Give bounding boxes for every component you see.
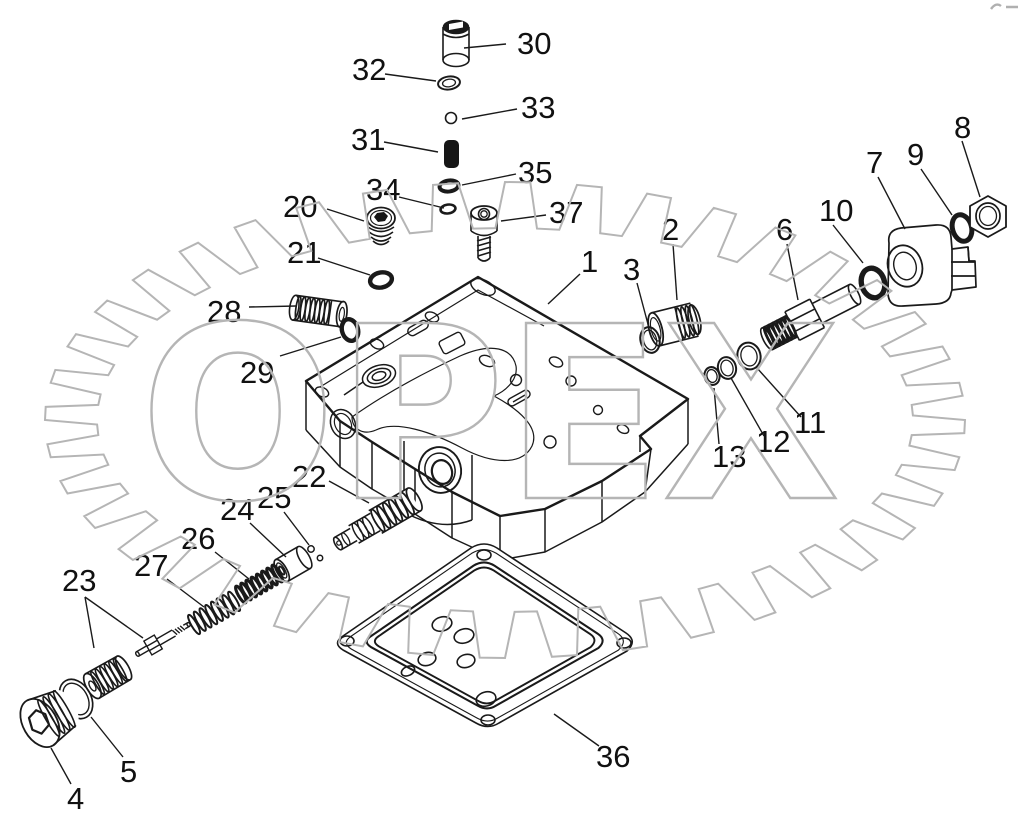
leader-26 (214, 551, 250, 580)
leader-32 (384, 73, 437, 82)
spring-26 (234, 563, 284, 605)
leader-31 (383, 141, 439, 153)
leader-30 (463, 43, 507, 49)
corner-watermark-fragment (990, 3, 1018, 10)
body-top-holes (314, 277, 630, 449)
plug-28 (288, 294, 348, 329)
oring-29 (339, 316, 361, 344)
oring-13 (703, 366, 721, 386)
oring-3 (639, 326, 661, 354)
solenoid-7 (886, 224, 977, 307)
callout-1: 1 (581, 244, 598, 279)
leader-35 (461, 173, 517, 186)
leader-34 (398, 196, 445, 209)
leader-6 (786, 243, 799, 301)
leader-4 (50, 747, 72, 785)
leader-21 (317, 257, 371, 276)
callout-8: 8 (954, 110, 971, 145)
leader-33 (461, 108, 518, 120)
leader-2 (672, 243, 678, 301)
leader-10 (832, 224, 864, 264)
oring-32 (437, 75, 461, 91)
spring-27 (187, 590, 242, 636)
oring-21 (367, 270, 395, 290)
callout-7: 7 (866, 145, 883, 180)
callout-5: 5 (120, 754, 137, 789)
callout-26: 26 (181, 521, 215, 556)
ball-33 (444, 111, 458, 125)
leader-11 (756, 367, 802, 418)
leader-3 (636, 282, 650, 329)
leader-20 (326, 208, 365, 222)
leader-12 (730, 377, 765, 437)
plug-2 (647, 302, 702, 347)
leader-13 (713, 387, 720, 445)
adjuster-body-23 (82, 655, 133, 700)
plug-4 (19, 689, 79, 748)
leader-22 (328, 480, 370, 504)
leader-23 (84, 596, 95, 649)
callout-36: 36 (596, 739, 630, 774)
gear-ring-watermark (43, 180, 967, 660)
plug-20 (364, 206, 400, 246)
adjuster-screw-23 (134, 621, 191, 657)
body-front-bore (403, 441, 473, 526)
callout-3: 3 (623, 252, 640, 287)
gasket-center-holes (400, 615, 497, 708)
leader-23 (84, 596, 144, 639)
ball-25a (307, 545, 315, 553)
callout-6: 6 (776, 212, 793, 247)
leader-24 (249, 522, 287, 558)
callout-29: 29 (240, 355, 274, 390)
callout-23: 23 (62, 563, 96, 598)
callout-22: 22 (292, 459, 326, 494)
oring-34 (439, 203, 457, 215)
callout-25: 25 (257, 480, 291, 515)
watermark-text: OPEX (140, 275, 840, 555)
nut-8 (969, 195, 1007, 238)
callout-28: 28 (207, 294, 241, 329)
valve-body (304, 275, 690, 561)
leader-28 (248, 305, 297, 308)
leader-7 (877, 176, 906, 230)
callout-30: 30 (517, 26, 551, 61)
leader-8 (961, 140, 981, 198)
leader-5 (90, 716, 124, 758)
callout-31: 31 (351, 122, 385, 157)
leader-9 (920, 168, 953, 216)
leader-36 (553, 713, 600, 747)
leader-29 (279, 336, 342, 357)
screw-37 (470, 205, 498, 262)
washer-35 (437, 178, 461, 194)
callout-24: 24 (220, 492, 254, 527)
watermark: OPEX (43, 3, 1018, 660)
body-boss-rings (343, 363, 397, 396)
leader-37 (500, 214, 547, 222)
callout-33: 33 (521, 90, 555, 125)
pin-31 (444, 140, 459, 168)
leader-25 (283, 511, 310, 546)
gasket-corner-holes (339, 549, 632, 726)
valve-30 (442, 19, 470, 68)
callout-9: 9 (907, 137, 924, 172)
callout-35: 35 (518, 155, 552, 190)
oring-10 (858, 265, 888, 301)
callout-12: 12 (756, 424, 790, 459)
leader-1 (547, 273, 581, 305)
callout-10: 10 (819, 193, 853, 228)
ball-25b (316, 554, 324, 562)
callout-4: 4 (67, 781, 84, 816)
oring-11 (736, 341, 762, 371)
callout-13: 13 (712, 439, 746, 474)
body-side-port (329, 408, 357, 440)
callout-11: 11 (794, 405, 826, 440)
spool-22 (332, 487, 423, 551)
gasket-36 (336, 543, 634, 728)
callout-32: 32 (352, 52, 386, 87)
